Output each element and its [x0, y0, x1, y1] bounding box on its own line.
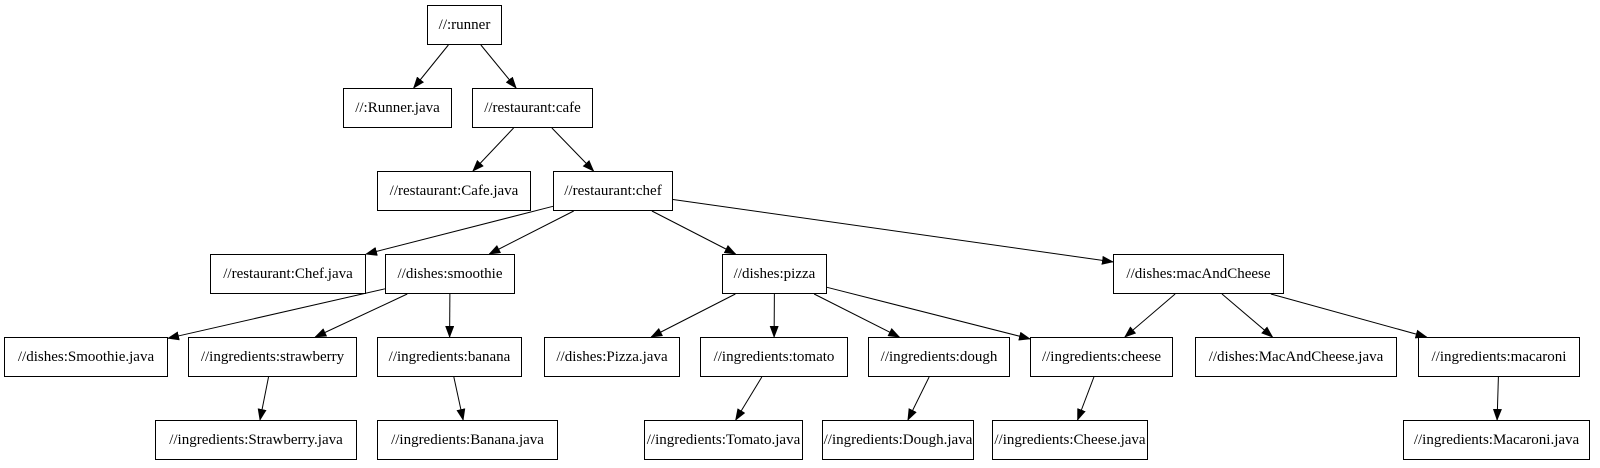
edge-chef-to-mac-and-cheese [672, 199, 1114, 265]
graph-node-tomato-java: //ingredients:Tomato.java [644, 420, 803, 460]
edge-chef-to-chef-java [365, 205, 554, 256]
graph-node-runner: //:runner [427, 5, 502, 45]
graph-node-chef-java: //restaurant:Chef.java [210, 254, 366, 294]
node-label: //restaurant:cafe [484, 99, 581, 116]
node-label: //ingredients:macaroni [1431, 348, 1567, 365]
graph-node-chef: //restaurant:chef [553, 171, 673, 211]
node-label: //ingredients:Cheese.java [994, 431, 1146, 448]
node-label: //ingredients:Tomato.java [646, 431, 801, 448]
node-label: //restaurant:chef [564, 182, 662, 199]
edge-pizza-to-pizza-java [650, 293, 736, 338]
edge-mac-and-cheese-to-cheese [1124, 293, 1176, 338]
node-label: //restaurant:Chef.java [223, 265, 353, 282]
edge-pizza-to-dough [813, 293, 901, 338]
edge-macaroni-to-macaroni-java [1492, 376, 1502, 421]
graph-node-mac-and-cheese: //dishes:macAndCheese [1113, 254, 1284, 294]
node-label: //dishes:smoothie [397, 265, 503, 282]
node-label: //restaurant:Cafe.java [389, 182, 519, 199]
graph-node-pizza-java: //dishes:Pizza.java [544, 337, 680, 377]
graph-node-strawberry: //ingredients:strawberry [188, 337, 357, 377]
edge-smoothie-to-smoothie-java [167, 288, 386, 341]
edge-chef-to-pizza [651, 210, 737, 255]
edge-pizza-to-cheese [826, 286, 1031, 341]
node-label: //ingredients:cheese [1041, 348, 1162, 365]
edge-cheese-to-cheese-java [1077, 376, 1095, 421]
edge-tomato-to-tomato-java [735, 376, 763, 421]
edge-strawberry-to-strawberry-java [257, 376, 270, 421]
graph-node-cheese: //ingredients:cheese [1030, 337, 1173, 377]
edge-mac-and-cheese-to-mac-and-cheese-java [1221, 293, 1274, 338]
node-label: //ingredients:tomato [713, 348, 835, 365]
graph-node-strawberry-java: //ingredients:Strawberry.java [155, 420, 357, 460]
graph-node-cafe-java: //restaurant:Cafe.java [377, 171, 531, 211]
graph-node-tomato: //ingredients:tomato [700, 337, 848, 377]
edge-runner-to-cafe [480, 44, 517, 89]
graph-node-pizza: //dishes:pizza [722, 254, 827, 294]
graph-node-mac-and-cheese-java: //dishes:MacAndCheese.java [1195, 337, 1397, 377]
node-label: //dishes:Smoothie.java [17, 348, 155, 365]
node-label: //ingredients:dough [880, 348, 998, 365]
node-label: //dishes:macAndCheese [1126, 265, 1271, 282]
graph-node-dough-java: //ingredients:Dough.java [822, 420, 974, 460]
node-label: //dishes:pizza [733, 265, 816, 282]
graph-node-cheese-java: //ingredients:Cheese.java [992, 420, 1148, 460]
graph-node-banana: //ingredients:banana [377, 337, 522, 377]
graph-node-smoothie: //dishes:smoothie [385, 254, 515, 294]
node-label: //dishes:MacAndCheese.java [1208, 348, 1384, 365]
graph-node-dough: //ingredients:dough [868, 337, 1010, 377]
graph-node-smoothie-java: //dishes:Smoothie.java [4, 337, 168, 377]
edge-runner-to-runner-java [413, 44, 449, 89]
node-label: //ingredients:Strawberry.java [169, 431, 343, 448]
node-label: //:Runner.java [355, 99, 440, 116]
node-label: //dishes:Pizza.java [556, 348, 668, 365]
edge-smoothie-to-strawberry [314, 293, 408, 338]
edge-chef-to-smoothie [488, 210, 574, 255]
graph-node-runner-java: //:Runner.java [343, 88, 452, 128]
graph-node-macaroni-java: //ingredients:Macaroni.java [1403, 420, 1590, 460]
node-label: //ingredients:strawberry [200, 348, 345, 365]
graph-node-banana-java: //ingredients:Banana.java [377, 420, 558, 460]
edge-dough-to-dough-java [907, 376, 930, 421]
node-label: //ingredients:Macaroni.java [1413, 431, 1580, 448]
node-label: //:runner [438, 16, 491, 33]
node-label: //ingredients:Dough.java [823, 431, 973, 448]
graph-node-cafe: //restaurant:cafe [472, 88, 593, 128]
node-label: //ingredients:Banana.java [391, 431, 544, 448]
edge-cafe-to-chef [551, 127, 595, 172]
edge-banana-to-banana-java [453, 376, 466, 421]
graph-node-macaroni: //ingredients:macaroni [1418, 337, 1580, 377]
edge-cafe-to-cafe-java [472, 127, 514, 172]
edge-mac-and-cheese-to-macaroni [1270, 293, 1428, 339]
node-label: //ingredients:banana [388, 348, 511, 365]
